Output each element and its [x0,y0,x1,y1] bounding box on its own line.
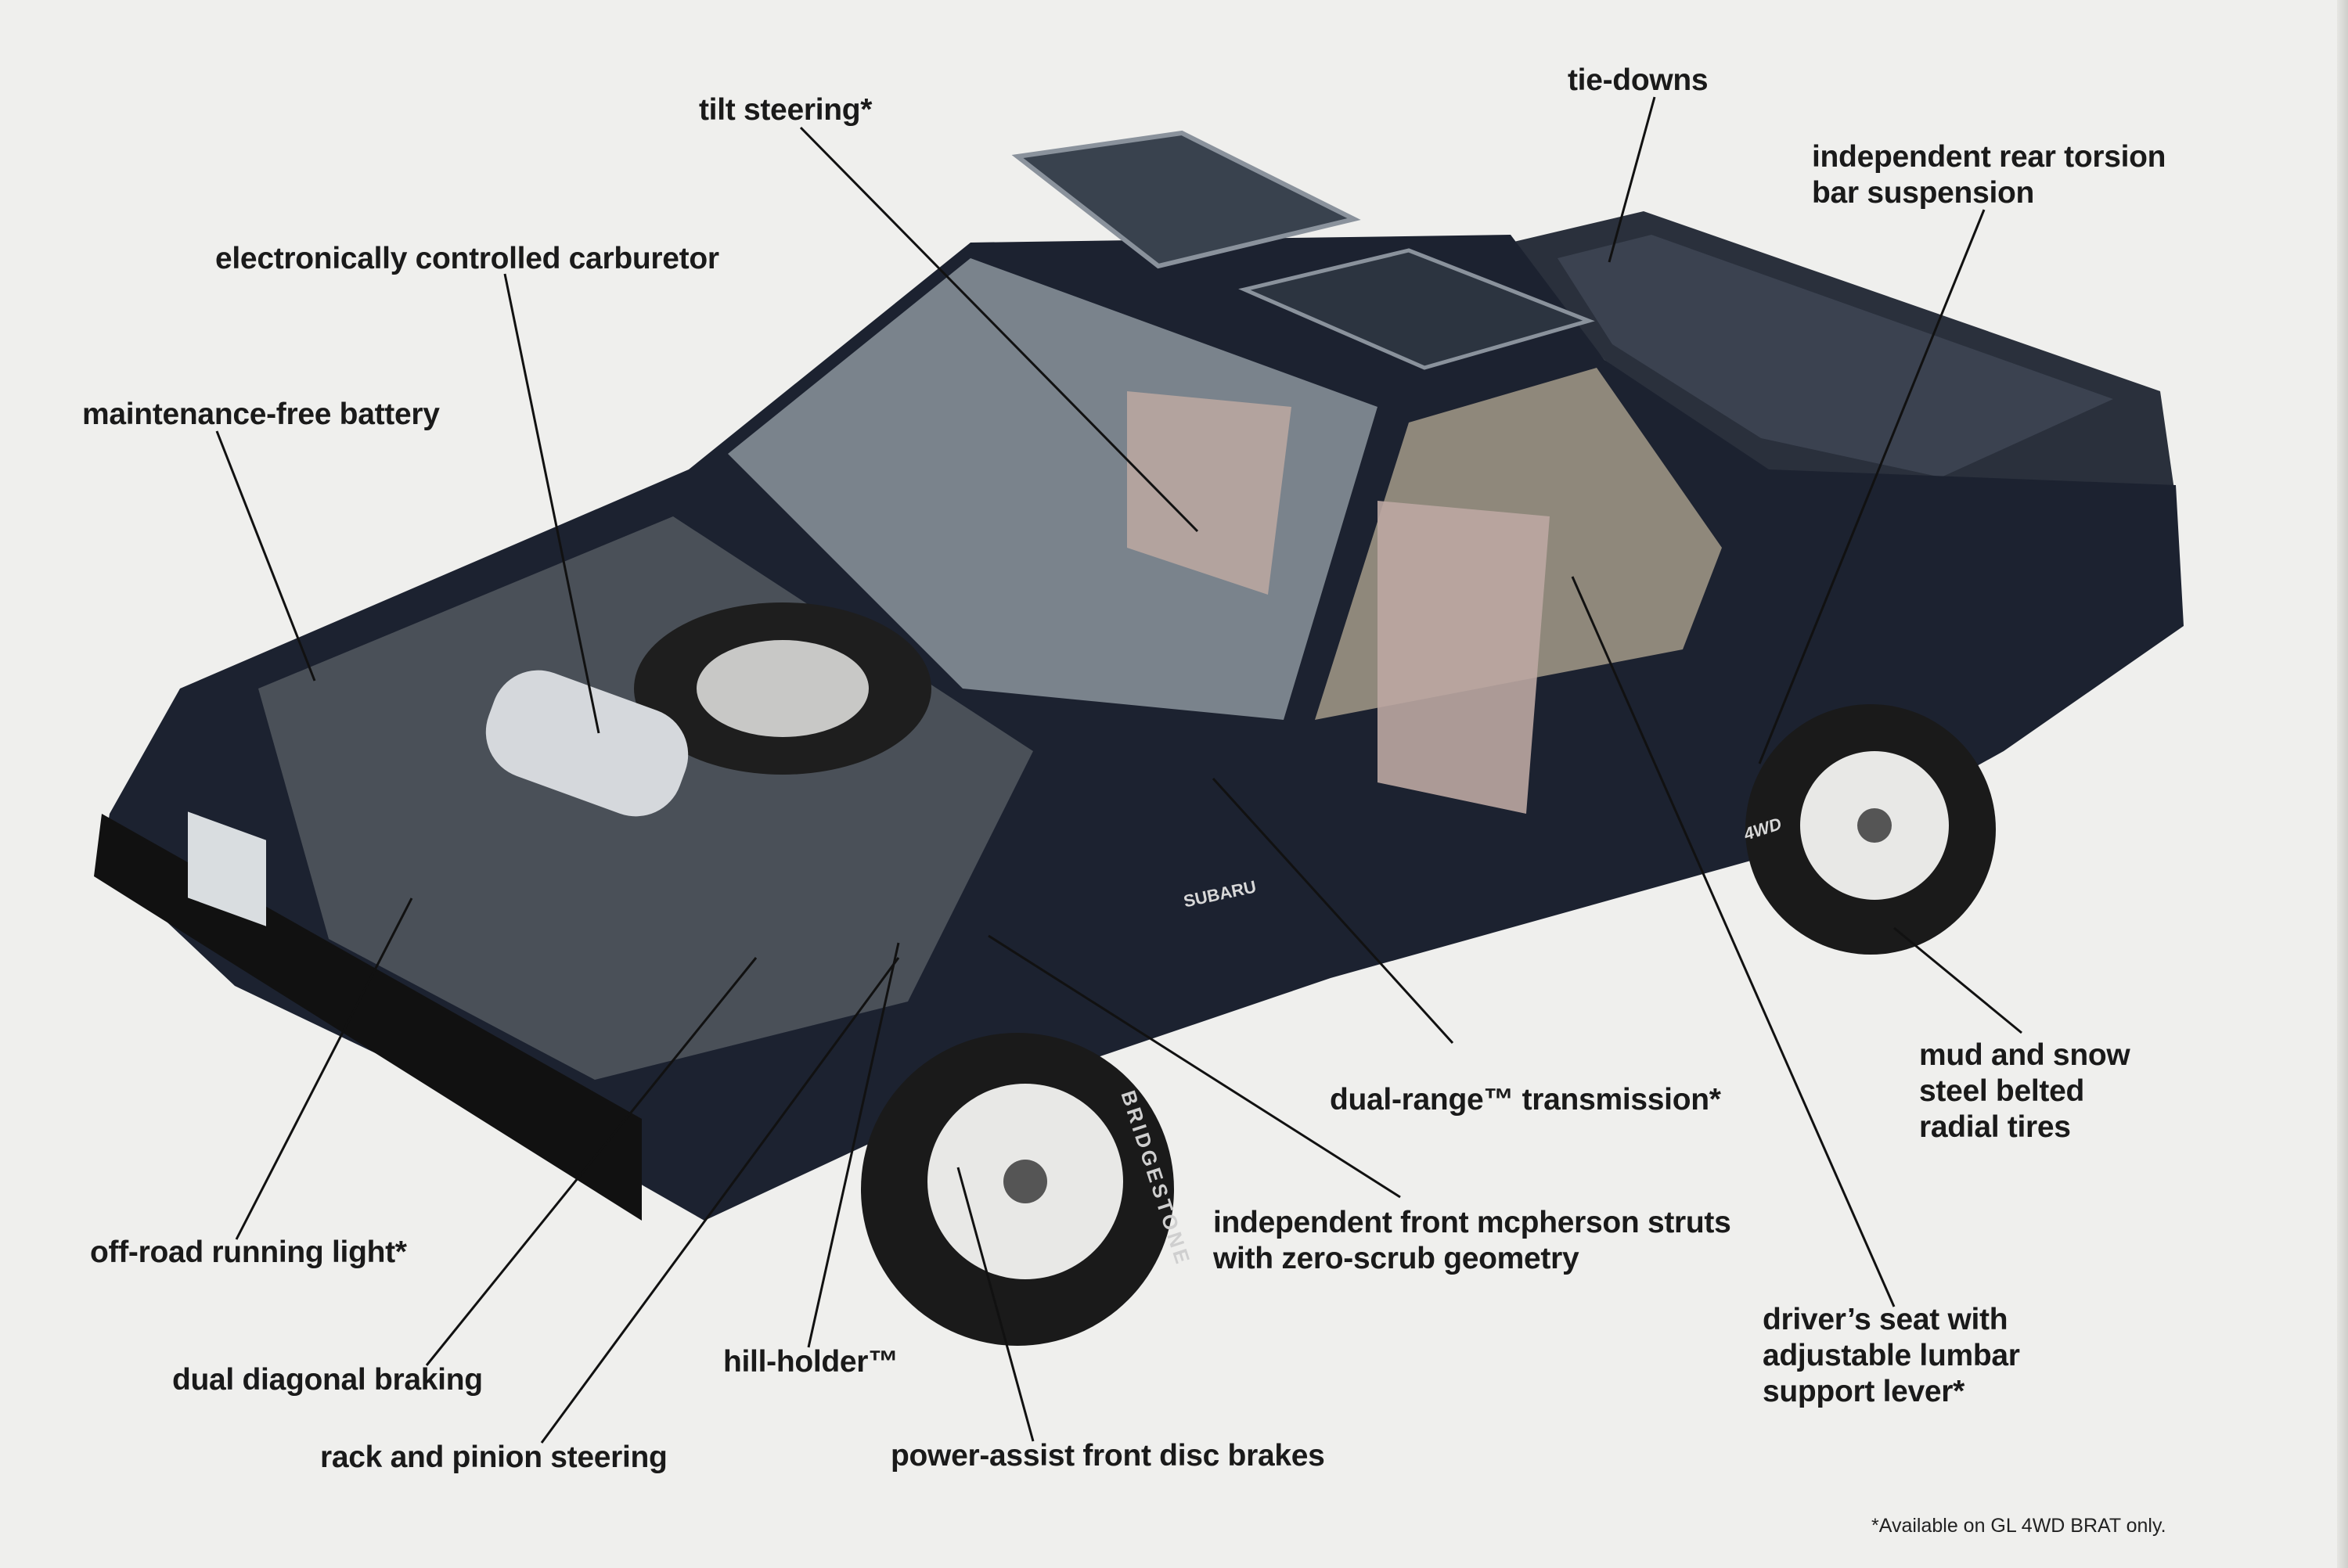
label-line: bar suspension [1812,176,2035,210]
leader-lines [215,96,2022,1444]
label-line: with zero-scrub geometry [1213,1242,1579,1275]
leader-tilt-steering [799,126,1199,533]
label-line: steel belted [1919,1074,2084,1108]
label-rear-suspension: independent rear torsion bar suspension [1812,139,2166,211]
leader-carburetor [503,273,600,734]
leader-steering [540,957,900,1444]
label-steering: rack and pinion steering [320,1440,668,1474]
label-transmission: dual-range™ transmission* [1330,1083,1721,1117]
leader-disc-brakes [956,1167,1035,1442]
label-running-light: off-road running light* [90,1235,407,1269]
label-drivers-seat: driver’s seat with adjustable lumbar sup… [1763,1302,2020,1410]
label-disc-brakes: power-assist front disc brakes [891,1439,1325,1473]
leader-tires [1893,926,2022,1034]
label-front-struts: independent front mcpherson struts with … [1213,1205,1731,1277]
label-line: support lever* [1763,1375,1965,1408]
leader-drivers-seat [1571,576,1896,1307]
label-braking: dual diagonal braking [172,1363,483,1397]
label-line: independent rear torsion [1812,140,2166,174]
label-line: adjustable lumbar [1763,1339,2020,1372]
label-line: mud and snow [1919,1038,2130,1072]
leader-battery [215,430,316,682]
label-line: independent front mcpherson struts [1213,1206,1731,1239]
windshield [728,258,1377,720]
seat [1127,391,1291,595]
seat-drivers [1377,501,1550,814]
footnote: *Available on GL 4WD BRAT only. [1871,1515,2166,1537]
sunroof [1011,130,1361,269]
label-battery: maintenance-free battery [82,397,440,431]
front-hub [1003,1160,1047,1203]
leader-braking [425,957,758,1366]
bed-interior [1558,235,2113,477]
leader-tie-downs [1608,96,1656,263]
leader-rear-suspension [1758,209,1986,764]
label-hill-holder: hill-holder™ [723,1345,899,1379]
label-line: radial tires [1919,1110,2071,1144]
label-carburetor: electronically controlled carburetor [215,242,719,275]
label-tires: mud and snow steel belted radial tires [1919,1038,2130,1145]
label-line: driver’s seat with [1763,1303,2008,1336]
leader-transmission [1212,777,1454,1045]
headlight [188,811,266,926]
label-tilt-steering: tilt steering* [699,93,873,127]
leader-hill-holder [807,942,900,1348]
moonroof-panel [1238,248,1595,370]
rear-hub [1857,808,1892,843]
spare-wheel [697,640,869,737]
leader-front-struts [988,934,1401,1199]
label-tie-downs: tie-downs [1568,63,1709,97]
page-edge [2337,0,2348,1568]
leader-running-light [235,897,413,1240]
front-bumper [94,814,642,1221]
air-cleaner [485,670,689,817]
